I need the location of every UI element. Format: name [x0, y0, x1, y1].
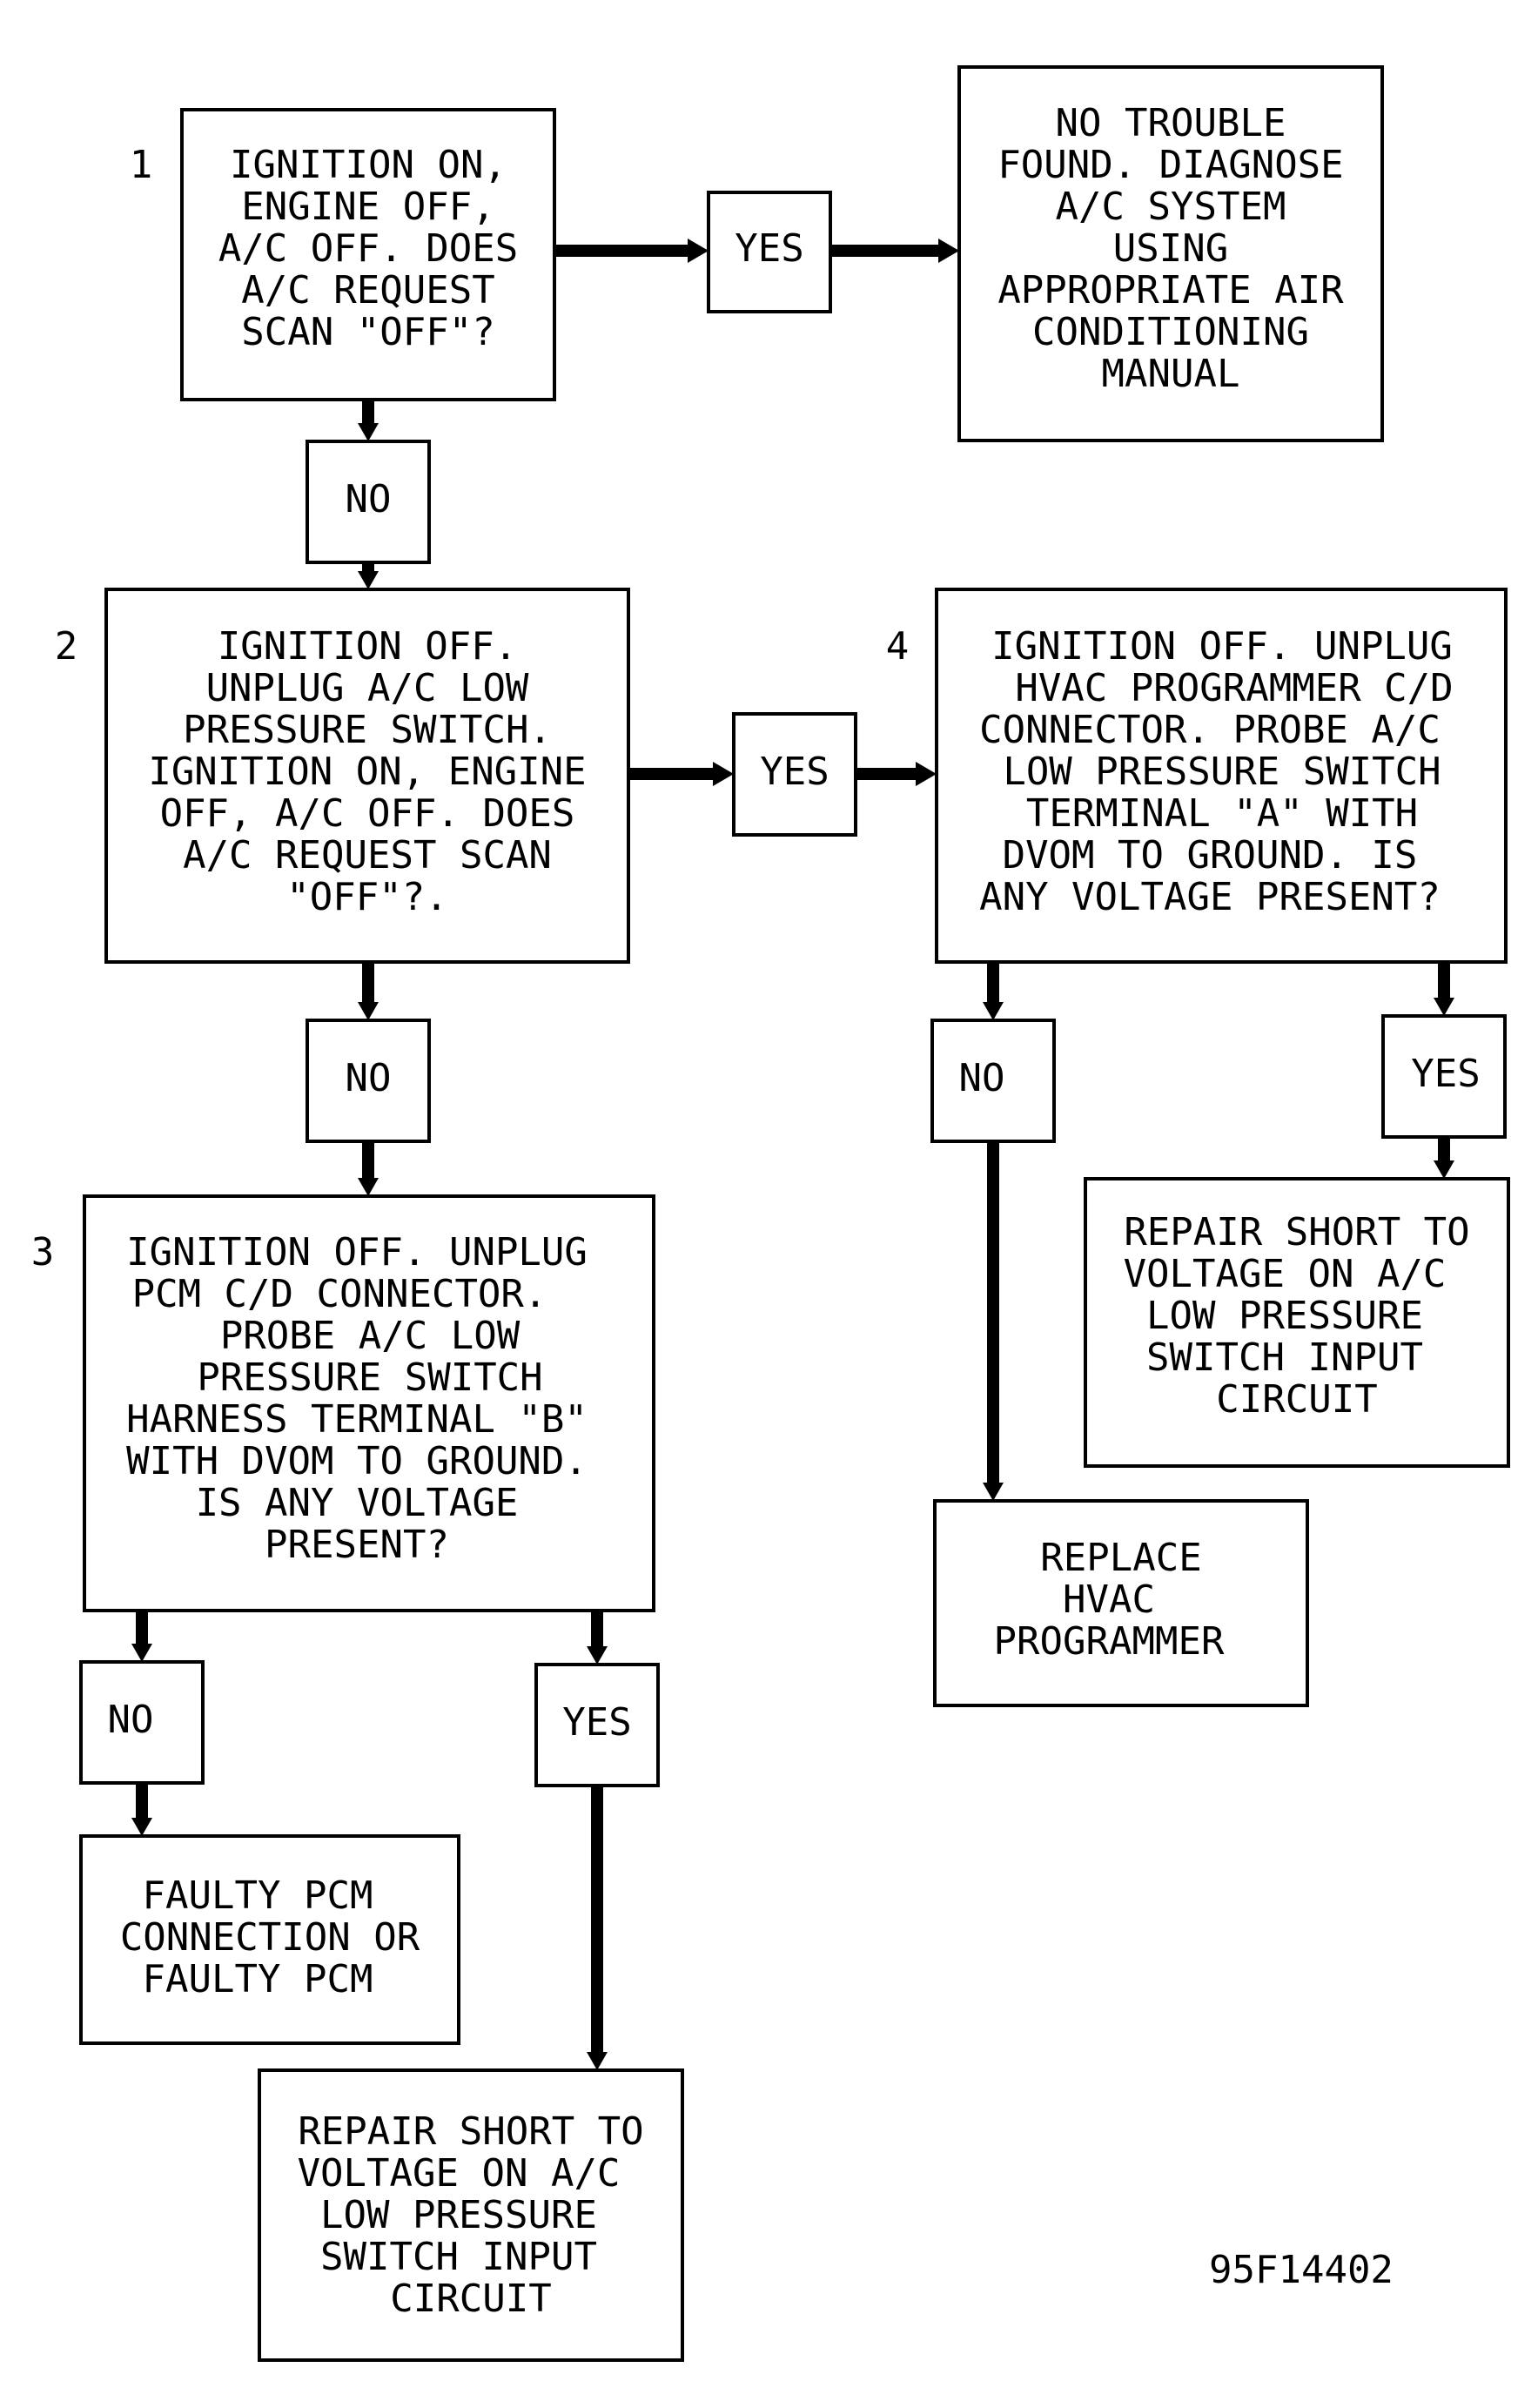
- step-1-number: 1: [130, 143, 153, 187]
- step-1-line-3: A/C OFF. DOES: [218, 226, 518, 271]
- step-1-yes-label-box: [707, 191, 832, 313]
- step-3-number: 3: [31, 1230, 55, 1275]
- step-3-line-6: WITH DVOM TO GROUND.: [126, 1439, 588, 1483]
- step-1-line-2: ENGINE OFF,: [241, 185, 494, 229]
- step-3-line-7: IS ANY VOLTAGE: [196, 1481, 519, 1525]
- faulty-pcm-line-2: CONNECTION OR: [120, 1915, 420, 1960]
- replace-hvac-line-2: HVAC: [1063, 1577, 1155, 1622]
- step-2-line-5: OFF, A/C OFF. DOES: [160, 791, 575, 836]
- step-2-no-label-box: [306, 1019, 431, 1143]
- faulty-pcm-box: [79, 1834, 460, 2045]
- arrowhead-faulty-pcm: [131, 1818, 152, 1836]
- figure-code: 95F14402: [1209, 2248, 1394, 2292]
- repair-short-4-line-3: LOW PRESSURE: [1146, 1294, 1423, 1338]
- arrowhead-step4-no-top: [983, 1002, 1004, 1020]
- arrowhead-no-trouble: [938, 239, 959, 263]
- repair-short-3-box: [258, 2068, 684, 2362]
- step-3-yes-label-box: [534, 1663, 660, 1787]
- step-3-line-1: IGNITION OFF. UNPLUG: [126, 1230, 588, 1275]
- step-3-line-5: HARNESS TERMINAL "B": [126, 1397, 588, 1442]
- replace-hvac-line-1: REPLACE: [1040, 1536, 1201, 1580]
- step-4-line-5: TERMINAL "A" WITH: [1026, 791, 1418, 836]
- repair-short-3-line-2: VOLTAGE ON A/C: [298, 2151, 621, 2196]
- arrowhead-repair-short-3: [587, 2052, 608, 2070]
- step-1-line-1: IGNITION ON,: [230, 143, 507, 187]
- repair-short-4-line-1: REPAIR SHORT TO: [1124, 1210, 1469, 1254]
- arrowhead-replace-hvac: [983, 1483, 1004, 1501]
- repair-short-3-line-4: SWITCH INPUT: [320, 2235, 597, 2279]
- repair-short-4-line-4: SWITCH INPUT: [1146, 1335, 1423, 1380]
- step-4-line-2: HVAC PROGRAMMER C/D: [1015, 666, 1453, 710]
- step-4-yes-label: YES: [1411, 1052, 1480, 1096]
- no-trouble-line-6: CONDITIONING: [1032, 310, 1309, 354]
- arrowhead-step1-no-top: [358, 423, 379, 441]
- repair-short-4-box: [1084, 1177, 1510, 1468]
- step-4-line-4: LOW PRESSURE SWITCH: [1003, 750, 1441, 794]
- step-2-line-4: IGNITION ON, ENGINE: [148, 750, 586, 794]
- repair-short-3-line-1: REPAIR SHORT TO: [298, 2109, 643, 2154]
- step-3-yes-label: YES: [562, 1700, 631, 1745]
- step-3-line-4: PRESSURE SWITCH: [197, 1355, 542, 1400]
- no-trouble-line-4: USING: [1113, 226, 1228, 271]
- step-4-no-label: NO: [959, 1056, 1005, 1100]
- repair-short-4-line-2: VOLTAGE ON A/C: [1124, 1252, 1447, 1296]
- no-trouble-line-1: NO TROUBLE: [1056, 101, 1286, 145]
- step-3-line-2: PCM C/D CONNECTOR.: [132, 1272, 547, 1316]
- step-4-line-3: CONNECTOR. PROBE A/C: [979, 708, 1441, 752]
- step-1-line-5: SCAN "OFF"?: [241, 310, 494, 354]
- no-trouble-line-2: FOUND. DIAGNOSE: [997, 143, 1343, 187]
- step-1-line-4: A/C REQUEST: [241, 268, 494, 313]
- arrowhead-step2-yes: [713, 762, 734, 786]
- step-4-line-7: ANY VOLTAGE PRESENT?: [979, 875, 1441, 919]
- step-3-box: [83, 1194, 655, 1612]
- arrowhead-step3-no-top: [131, 1644, 152, 1662]
- step-2-line-6: A/C REQUEST SCAN: [183, 833, 552, 878]
- step-2-yes-label: YES: [760, 750, 829, 794]
- step-2-line-3: PRESSURE SWITCH.: [183, 708, 552, 752]
- step-2-no-label: NO: [346, 1056, 392, 1100]
- step-2-number: 2: [55, 624, 78, 669]
- repair-short-3-line-5: CIRCUIT: [390, 2277, 551, 2321]
- no-trouble-found-box: [957, 65, 1384, 442]
- arrowhead-step4: [916, 762, 937, 786]
- arrowhead-step4-yes-top: [1434, 998, 1454, 1016]
- repair-short-4-line-5: CIRCUIT: [1216, 1377, 1377, 1422]
- replace-hvac-box: [933, 1499, 1309, 1707]
- step-3-no-label: NO: [108, 1698, 154, 1742]
- no-trouble-line-5: APPROPRIATE AIR: [997, 268, 1344, 313]
- replace-hvac-line-3: PROGRAMMER: [994, 1619, 1225, 1664]
- no-trouble-line-3: A/C SYSTEM: [1056, 185, 1286, 229]
- step-4-box: [935, 588, 1508, 964]
- step-3-line-8: PRESENT?: [265, 1523, 449, 1567]
- step-4-line-1: IGNITION OFF. UNPLUG: [991, 624, 1453, 669]
- repair-short-3-line-3: LOW PRESSURE: [320, 2193, 597, 2237]
- arrowhead-step2: [358, 571, 379, 589]
- step-4-line-6: DVOM TO GROUND. IS: [1003, 833, 1418, 878]
- arrowhead-step1-yes: [688, 239, 709, 263]
- step-2-box: [104, 588, 630, 964]
- step-2-line-2: UNPLUG A/C LOW: [206, 666, 529, 710]
- arrowhead-repair-short-4: [1434, 1160, 1454, 1179]
- step-4-yes-label-box: [1381, 1014, 1507, 1139]
- step-1-no-label: NO: [346, 477, 392, 521]
- arrowhead-step3-yes-top: [587, 1646, 608, 1665]
- step-2-line-7: "OFF"?.: [286, 875, 447, 919]
- step-4-number: 4: [886, 624, 910, 669]
- faulty-pcm-line-3: FAULTY PCM: [143, 1957, 373, 2001]
- step-1-box: [180, 108, 556, 401]
- arrowhead-step2-no-top: [358, 1002, 379, 1020]
- faulty-pcm-line-1: FAULTY PCM: [143, 1873, 373, 1918]
- step-1-yes-label: YES: [735, 226, 803, 271]
- step-2-line-1: IGNITION OFF.: [218, 624, 517, 669]
- step-3-no-label-box: [79, 1660, 205, 1785]
- no-trouble-line-7: MANUAL: [1102, 352, 1240, 396]
- arrowhead-step3: [358, 1178, 379, 1196]
- step-3-line-3: PROBE A/C LOW: [220, 1314, 521, 1358]
